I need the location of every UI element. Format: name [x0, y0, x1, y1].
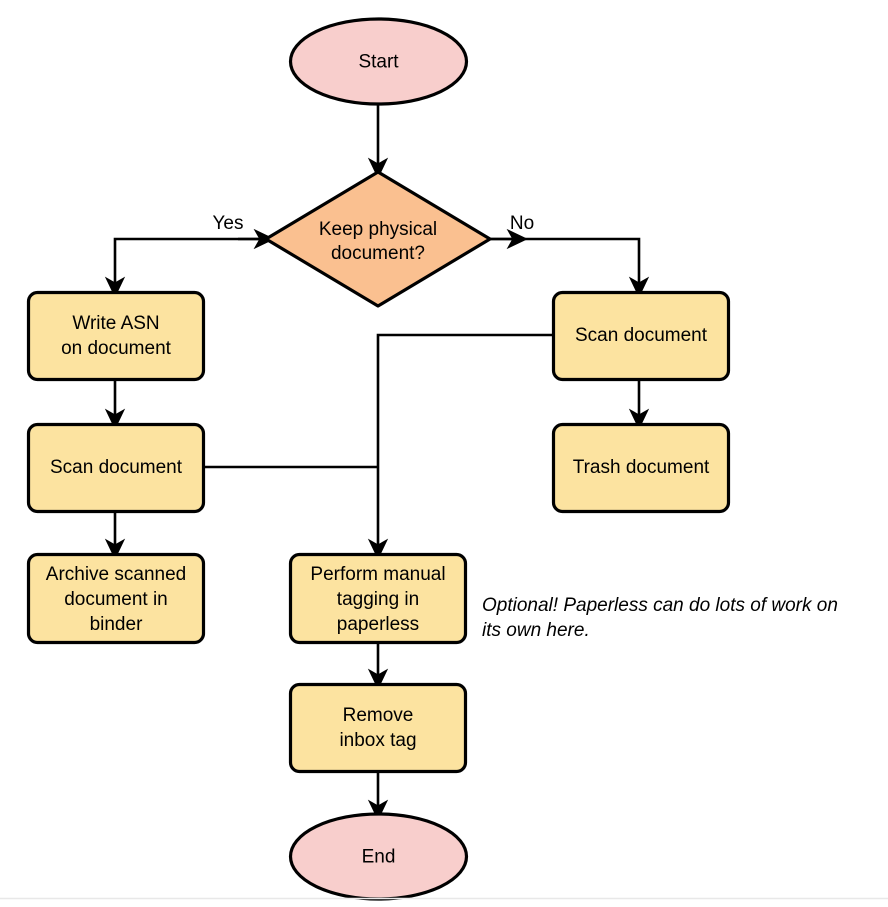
write-asn-label-line2: on document	[61, 338, 172, 359]
archive-box-shape	[26, 552, 206, 645]
manual-tagging-box-shape	[288, 552, 468, 645]
annotation-line1: Optional! Paperless can do lots of work …	[482, 595, 838, 616]
manual-tagging-label-line3: paperless	[337, 614, 419, 635]
remove-inbox-box-shape	[288, 682, 468, 774]
node-scan-document-left[interactable]: Scan document	[26, 422, 206, 514]
edge-decision-no-to-scan-right	[490, 237, 650, 298]
node-perform-manual-tagging[interactable]: Perform manual tagging in paperless	[288, 552, 468, 645]
scan-document-left-label: Scan document	[50, 457, 183, 478]
remove-inbox-label-line1: Remove	[343, 705, 414, 726]
archive-label-line3: binder	[90, 614, 143, 635]
write-asn-box-shape	[26, 290, 206, 382]
archive-label-line1: Archive scanned	[46, 564, 186, 585]
edge-scan-right-to-manual-tagging	[367, 333, 552, 560]
node-decision-keep-physical-document[interactable]: Keep physical document?	[264, 170, 492, 308]
annotation-optional-note: Optional! Paperless can do lots of work …	[482, 595, 838, 641]
trash-document-box-shape	[551, 422, 731, 514]
node-start[interactable]: Start	[288, 17, 469, 106]
scan-document-left-box-shape	[26, 422, 206, 514]
scan-document-right-box-shape	[551, 290, 731, 382]
decision-label-line1: Keep physical	[319, 219, 437, 240]
manual-tagging-label-line2: tagging in	[337, 589, 419, 610]
start-ellipse-shape	[288, 17, 469, 106]
node-end[interactable]: End	[288, 812, 469, 901]
node-scan-document-right[interactable]: Scan document	[551, 290, 731, 382]
start-label: Start	[358, 52, 399, 73]
annotation-line2: its own here.	[482, 620, 590, 641]
trash-document-label: Trash document	[573, 457, 710, 478]
scan-document-right-label: Scan document	[575, 325, 708, 346]
write-asn-label-line1: Write ASN	[72, 313, 159, 334]
edge-decision-yes-to-write-asn	[104, 237, 265, 298]
edge-label-yes: Yes	[213, 213, 244, 234]
manual-tagging-label-line1: Perform manual	[310, 564, 445, 585]
decision-diamond-shape	[264, 170, 492, 308]
node-trash-document[interactable]: Trash document	[551, 422, 731, 514]
node-archive-scanned-document[interactable]: Archive scanned document in binder	[26, 552, 206, 645]
decision-label-line2: document?	[331, 243, 425, 264]
end-label: End	[362, 847, 396, 868]
archive-label-line2: document in	[64, 589, 168, 610]
node-write-asn-on-document[interactable]: Write ASN on document	[26, 290, 206, 382]
edge-label-no: No	[510, 213, 534, 234]
node-remove-inbox-tag[interactable]: Remove inbox tag	[288, 682, 468, 774]
remove-inbox-label-line2: inbox tag	[339, 730, 416, 751]
